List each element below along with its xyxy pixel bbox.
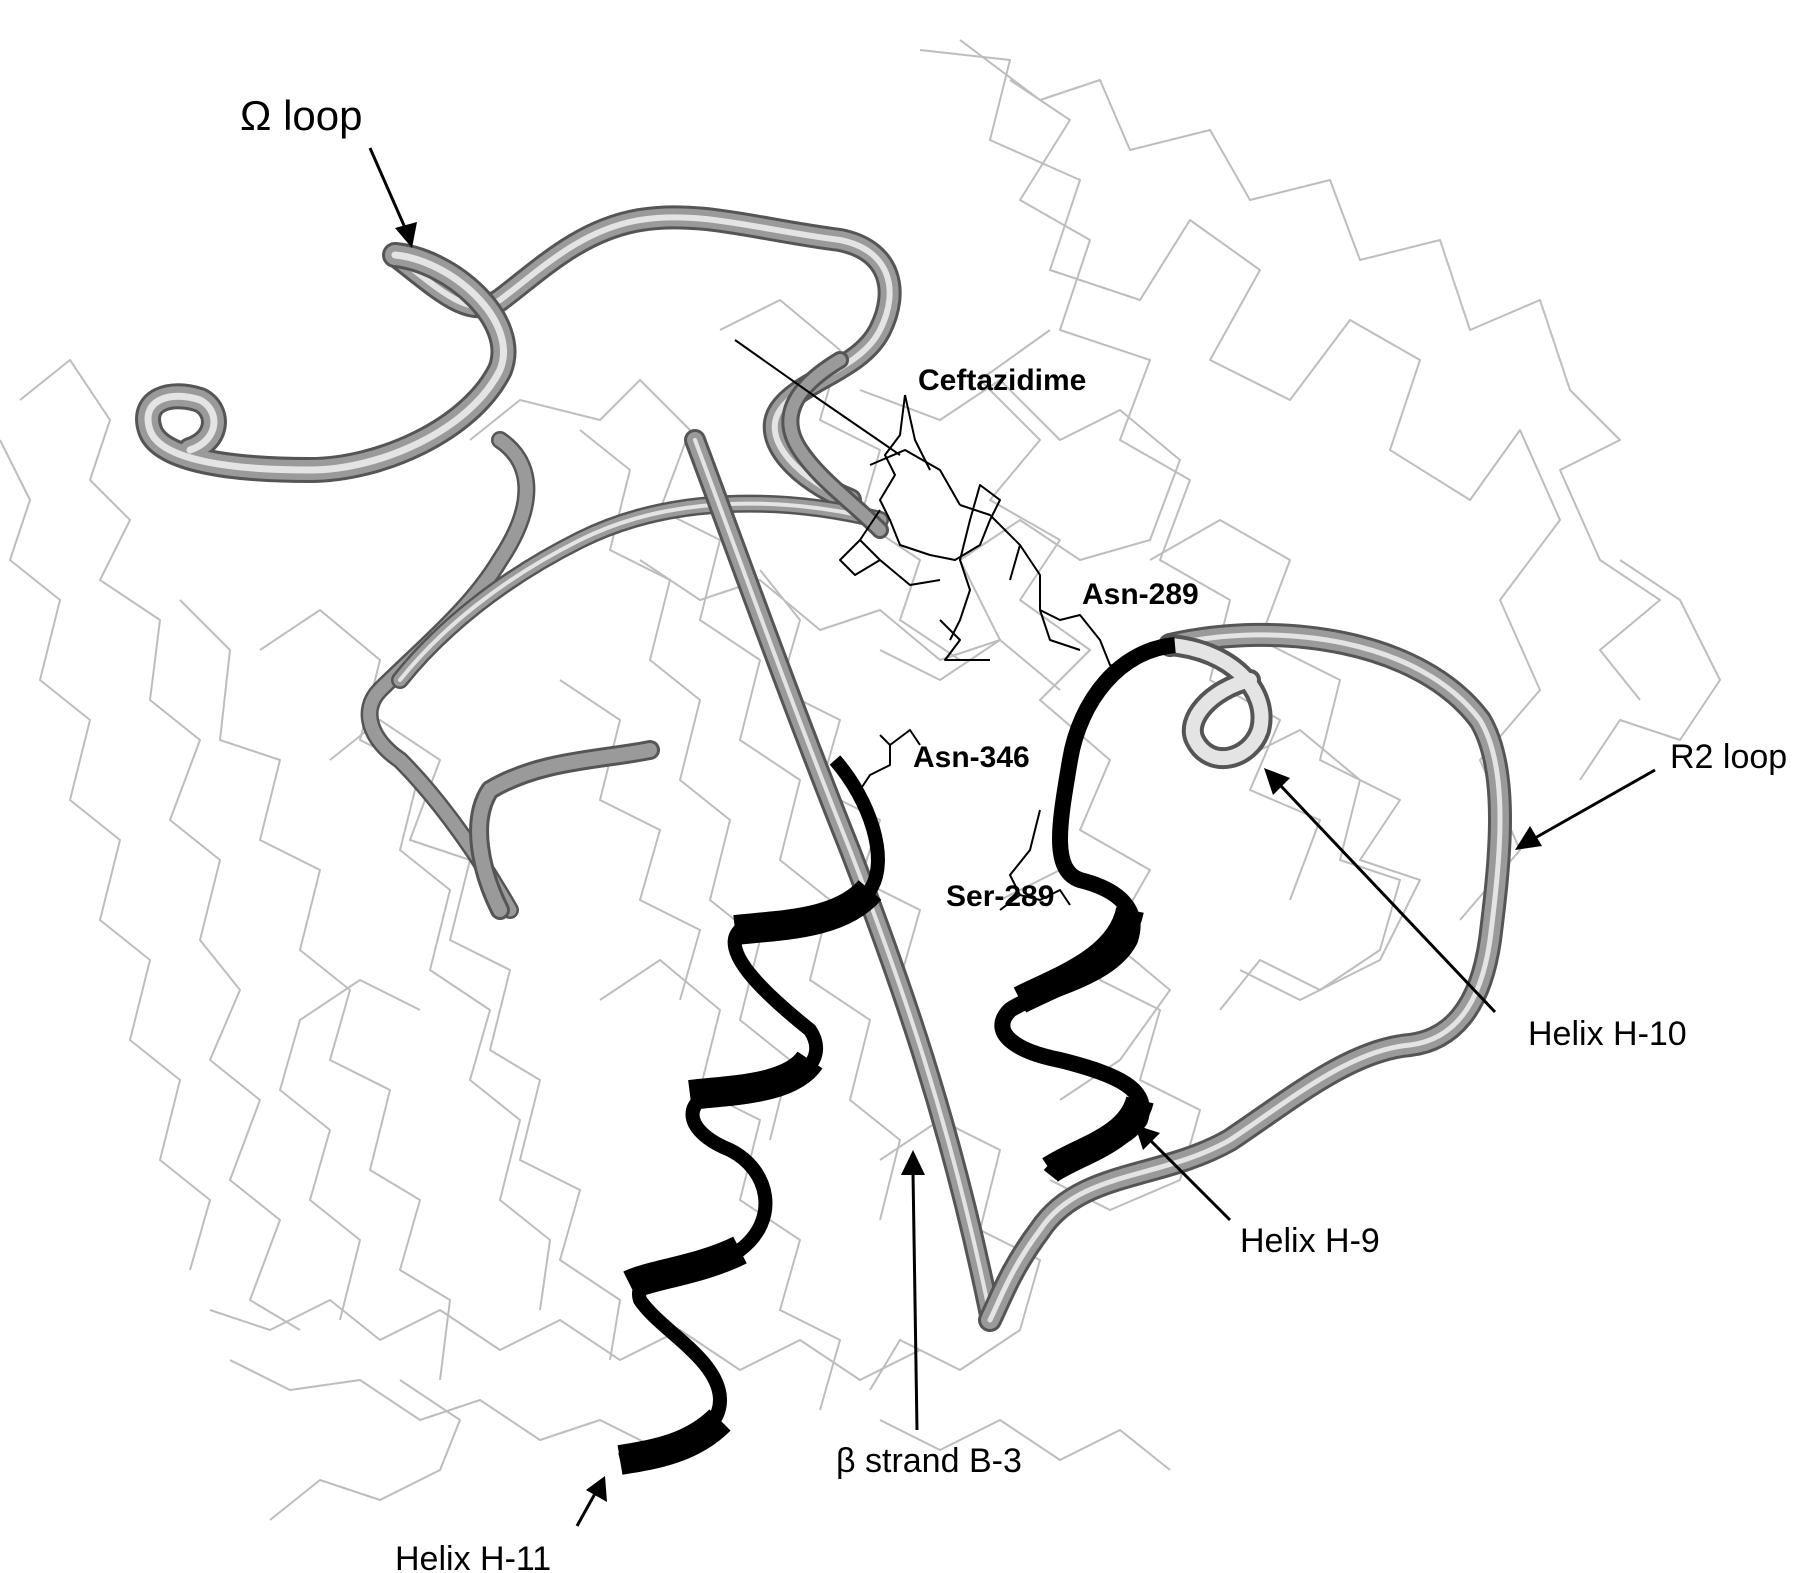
ceftazidime-label: Ceftazidime xyxy=(918,364,1086,397)
r2-loop-arrow xyxy=(1534,768,1656,840)
omega-loop-arrow xyxy=(368,147,408,231)
asn346-label: Asn-346 xyxy=(913,741,1030,774)
helix-h9-arrow xyxy=(1148,1138,1232,1222)
annotation-layer: Ω loop Ceftazidime Asn-289 Asn-346 Ser-2… xyxy=(240,92,1787,1573)
omega-loop-arrowhead xyxy=(395,222,417,248)
beta-strand-label: β strand B-3 xyxy=(836,1442,1022,1480)
helix-h9 xyxy=(994,637,1177,1182)
beta-strand-arrowhead xyxy=(901,1150,925,1175)
helix-h11-arrow xyxy=(575,1489,599,1527)
helix-h11 xyxy=(617,755,885,1475)
r2-loop-ribbon xyxy=(978,622,1512,1332)
ceftazidime-molecule xyxy=(734,339,1131,911)
omega-loop-ribbon xyxy=(135,205,902,920)
beta-strand-arrow xyxy=(911,1171,919,1431)
r2-loop-label: R2 loop xyxy=(1670,738,1787,776)
helix-h11-arrowhead xyxy=(586,1476,607,1502)
backbone-trace xyxy=(0,39,1721,1521)
helix-h10-label: Helix H-10 xyxy=(1528,1015,1687,1053)
helix-h10-arrow xyxy=(1278,783,1497,1014)
asn289-label: Asn-289 xyxy=(1082,578,1199,611)
ser289-label: Ser-289 xyxy=(946,880,1054,913)
helix-h9-arrowhead xyxy=(1135,1125,1160,1150)
r2-loop-arrowhead xyxy=(1515,826,1542,850)
helix-h10-arrowhead xyxy=(1264,768,1290,795)
beta-strand-b3 xyxy=(684,429,1001,1326)
helix-h11-label: Helix H-11 xyxy=(395,1540,551,1573)
helix-h9-label: Helix H-9 xyxy=(1240,1222,1380,1260)
omega-loop-label: Ω loop xyxy=(240,92,362,139)
